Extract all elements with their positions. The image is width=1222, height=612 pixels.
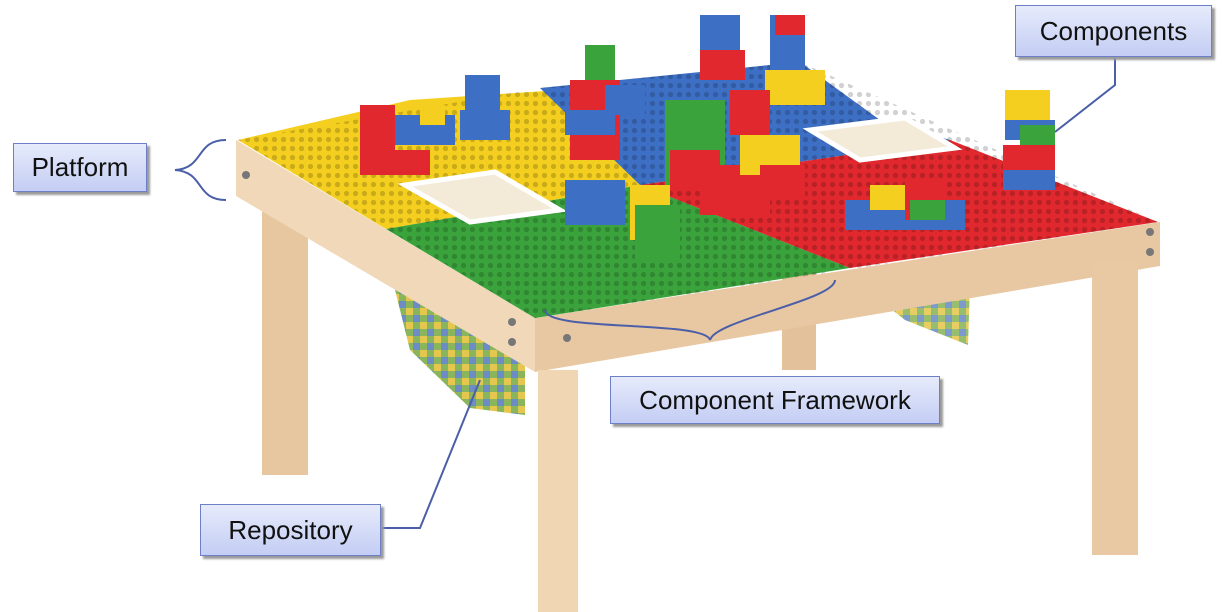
front-right-leg <box>1092 262 1138 555</box>
front-left-leg <box>538 370 578 612</box>
component-framework-label: Component Framework <box>610 376 940 424</box>
repository-leader <box>382 379 481 529</box>
components-leader <box>1054 57 1116 133</box>
building-blocks <box>360 15 1055 260</box>
back-left-leg <box>262 190 308 475</box>
components-label: Components <box>1015 5 1212 57</box>
platform-label: Platform <box>13 143 147 192</box>
frame-front-face <box>535 222 1160 372</box>
repository-label: Repository <box>200 504 381 556</box>
framework-brace <box>544 279 836 341</box>
storage-hole <box>397 169 568 225</box>
platform-brace <box>174 139 227 201</box>
frame-left-face <box>236 140 535 372</box>
storage-hole <box>802 115 963 163</box>
callout-lines <box>174 57 1116 529</box>
